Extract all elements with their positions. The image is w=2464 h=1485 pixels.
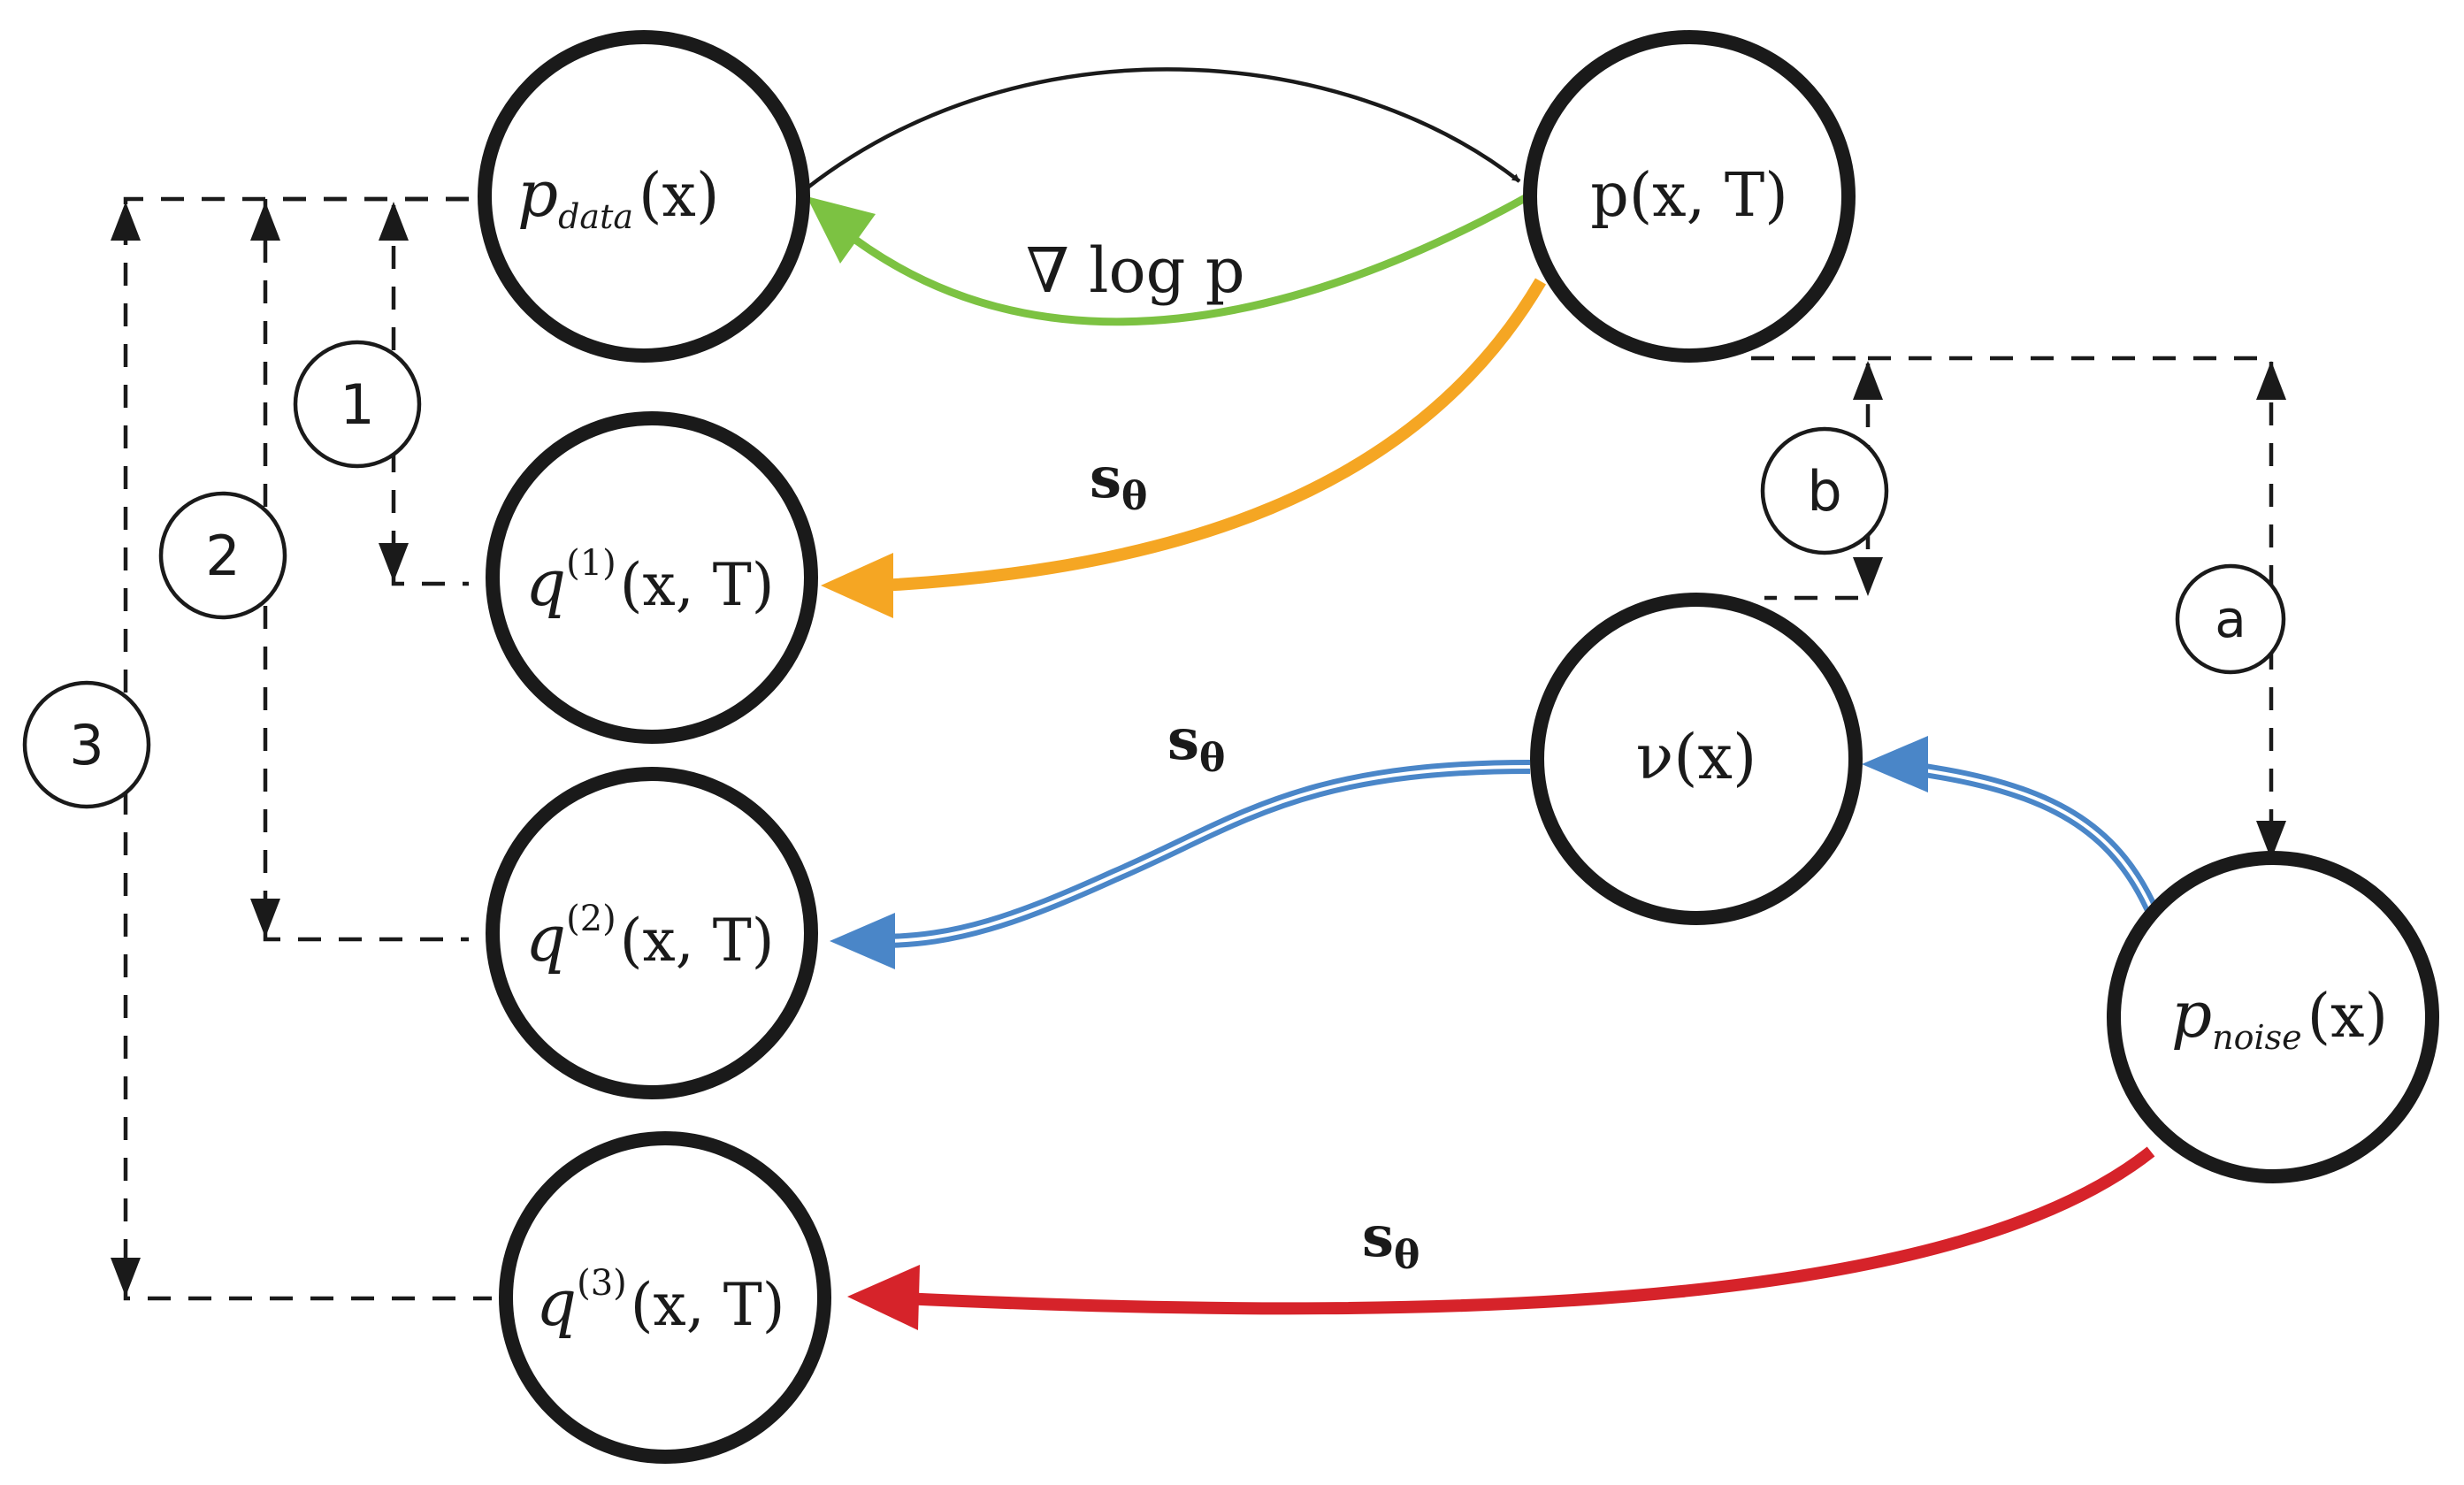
node-nu-label: ν(x) bbox=[1636, 721, 1757, 793]
blue-arrow-noise-to-nu bbox=[1862, 736, 2163, 923]
bracket-b-arrow-down bbox=[1853, 557, 1883, 596]
node-q2-label: q(2)(x, T) bbox=[525, 899, 774, 976]
bracket-2-arrow-down bbox=[250, 899, 280, 938]
bracket-a bbox=[1868, 356, 2286, 860]
grad-log-p-label: ∇ log p bbox=[1026, 234, 1245, 307]
s-theta-label-orange: sθ bbox=[1090, 445, 1147, 519]
node-p-data-label: pdata(x) bbox=[517, 157, 719, 236]
node-p-noise-label: pnoise(x) bbox=[2171, 977, 2388, 1057]
bracket-2-arrow-up bbox=[250, 202, 280, 241]
node-q3: q(3)(x, T) bbox=[499, 1131, 831, 1464]
orange-arrowhead bbox=[821, 553, 893, 618]
badge-3: 3 bbox=[22, 680, 151, 809]
bracket-b-arrow-up bbox=[1853, 361, 1883, 400]
node-p-data: pdata(x) bbox=[478, 30, 810, 363]
svg-text:1: 1 bbox=[340, 372, 374, 437]
score-arrowhead-green bbox=[807, 196, 876, 264]
bracket-3 bbox=[111, 196, 492, 1301]
node-q2: q(2)(x, T) bbox=[486, 767, 818, 1099]
badge-1: 1 bbox=[293, 340, 422, 469]
blue-arrowhead-nu bbox=[1862, 736, 1928, 792]
node-p-xT: p(x, T) bbox=[1523, 30, 1856, 363]
bracket-1 bbox=[379, 196, 469, 586]
node-q1-label: q(1)(x, T) bbox=[525, 543, 774, 620]
red-arrowhead bbox=[847, 1265, 920, 1330]
s-theta-label-blue: sθ bbox=[1167, 707, 1225, 781]
forward-arrow bbox=[805, 67, 1521, 190]
score-arrow-green bbox=[838, 193, 1531, 326]
badge-b: b bbox=[1760, 426, 1889, 555]
blue-arrow-nu-to-q2 bbox=[830, 760, 1531, 969]
svg-text:3: 3 bbox=[69, 713, 103, 777]
red-arrow bbox=[901, 1146, 2155, 1315]
node-p-noise: pnoise(x) bbox=[2107, 851, 2439, 1183]
node-p-xT-label: p(x, T) bbox=[1590, 161, 1788, 231]
bracket-a-arrow-up bbox=[2256, 361, 2286, 400]
orange-arrow bbox=[879, 278, 1547, 592]
node-q3-label: q(3)(x, T) bbox=[536, 1263, 784, 1340]
bracket-b bbox=[1751, 356, 1883, 601]
svg-text:b: b bbox=[1807, 459, 1841, 524]
bracket-1-arrow-down bbox=[379, 543, 409, 582]
node-nu: ν(x) bbox=[1530, 593, 1863, 925]
badge-a: a bbox=[2175, 563, 2286, 675]
node-q1: q(1)(x, T) bbox=[486, 411, 818, 744]
badge-2: 2 bbox=[158, 491, 287, 620]
bracket-a-arrow-down bbox=[2256, 821, 2286, 860]
bracket-1-arrow-up bbox=[379, 202, 409, 241]
bracket-3-arrow-up bbox=[111, 202, 141, 241]
bracket-3-arrow-down bbox=[111, 1258, 141, 1297]
svg-text:a: a bbox=[2215, 589, 2246, 649]
blue-arrowhead-q2 bbox=[830, 913, 895, 969]
s-theta-label-red: sθ bbox=[1362, 1204, 1419, 1278]
svg-text:2: 2 bbox=[205, 524, 240, 588]
